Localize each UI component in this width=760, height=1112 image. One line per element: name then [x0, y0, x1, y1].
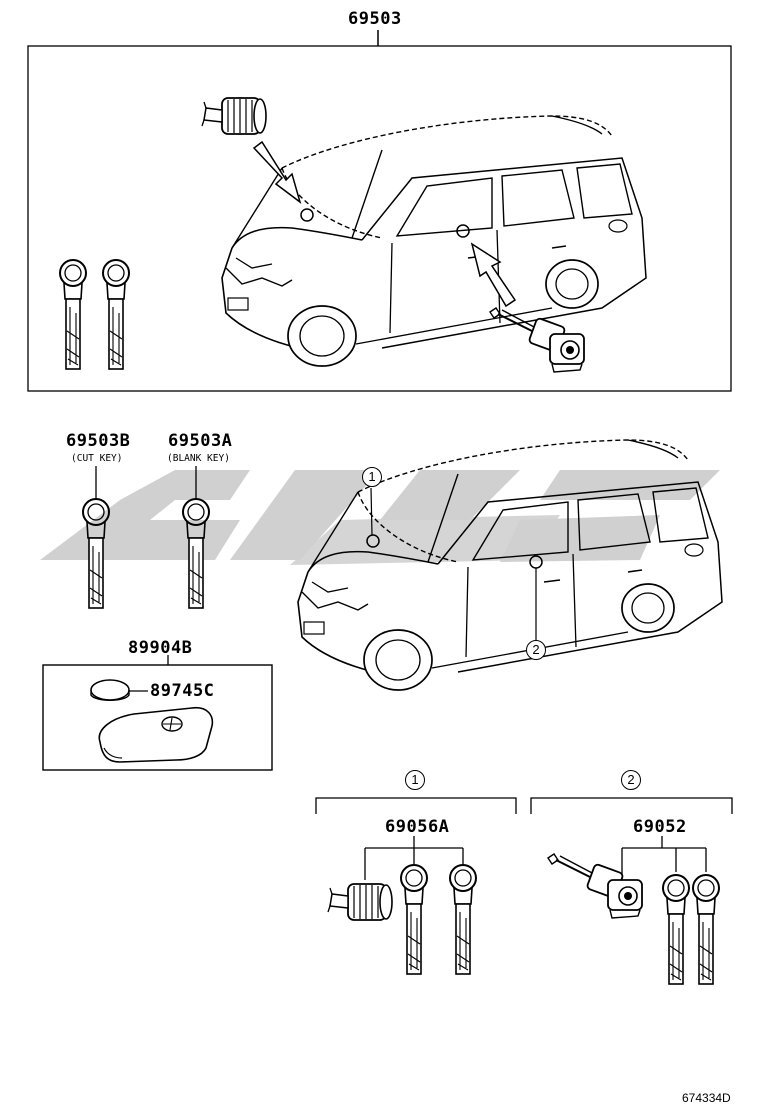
- watermark-logo: [40, 470, 720, 565]
- cut-key-part-number: 69503B: [66, 431, 131, 451]
- blank-key-note: (BLANK KEY): [167, 453, 230, 464]
- ref-marker-1-set: 1: [405, 770, 425, 790]
- set-2-part-number: 69052: [633, 817, 687, 837]
- set-2-keys-drawing: [662, 874, 720, 985]
- arrow-hood: [252, 140, 302, 204]
- keys-top: [59, 259, 130, 370]
- battery-part-number: 89745C: [150, 681, 215, 701]
- battery-drawing: [90, 679, 148, 701]
- set-2-door-lock-drawing: [547, 853, 643, 919]
- arrow-door: [470, 242, 517, 308]
- door-lock-assembly-top: [489, 307, 585, 373]
- blank-key-part-number: 69503A: [168, 431, 233, 451]
- illustration-code: 674334D: [682, 1091, 731, 1105]
- ref-marker-1-vehicle: 1: [362, 467, 382, 487]
- kit-part-number: 69503: [348, 9, 402, 29]
- set-1-keys-drawing: [400, 864, 477, 975]
- set-1-part-number: 69056A: [385, 817, 450, 837]
- blank-key-drawing: [182, 466, 210, 609]
- hood-lock-cylinder-top: [201, 97, 267, 135]
- transmitter-housing-drawing: [98, 706, 214, 763]
- vehicle-top: [221, 115, 647, 367]
- ref-marker-2-vehicle: 2: [526, 640, 546, 660]
- cut-key-drawing: [82, 466, 110, 609]
- set-1-cylinder-drawing: [327, 883, 393, 921]
- transmitter-part-number: 89904B: [128, 638, 193, 658]
- vehicle-middle: [297, 439, 723, 691]
- cut-key-note: (CUT KEY): [71, 453, 123, 464]
- ref-marker-2-set: 2: [621, 770, 641, 790]
